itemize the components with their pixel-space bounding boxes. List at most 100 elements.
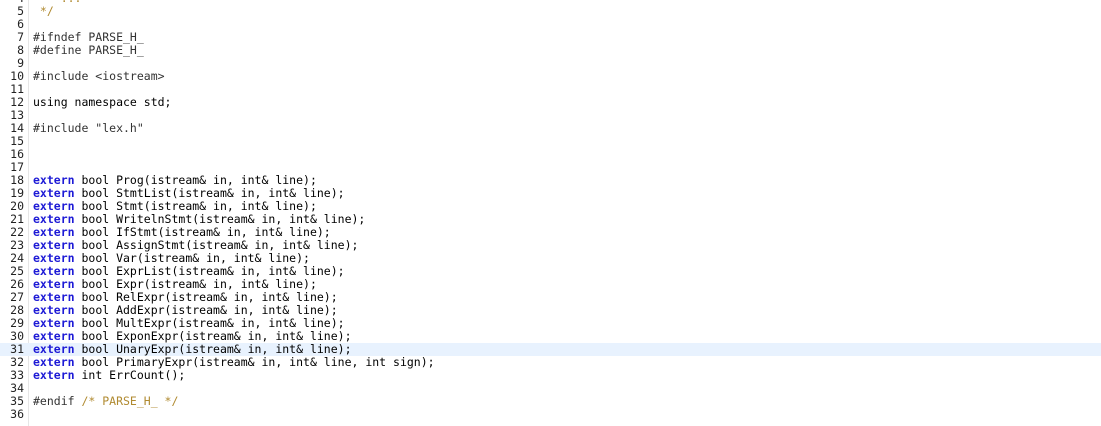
gutter-divider: [28, 0, 29, 426]
code-token: bool PrimaryExpr(istream& in, int& line,…: [74, 355, 435, 369]
code-token: int ErrCount();: [74, 368, 186, 382]
code-line[interactable]: 10 #include <iostream>: [0, 70, 1101, 83]
code-token: bool AddExpr(istream& in, int& line);: [74, 303, 338, 317]
code-line[interactable]: 14#include "lex.h": [0, 122, 1101, 135]
keyword-token: extern: [33, 199, 75, 213]
line-code[interactable]: extern bool IfStmt(istream& in, int& lin…: [33, 226, 331, 239]
line-code[interactable]: extern bool PrimaryExpr(istream& in, int…: [33, 356, 435, 369]
line-code[interactable]: extern bool ExponExpr(istream& in, int& …: [33, 330, 352, 343]
line-number: 12: [10, 95, 24, 109]
code-line[interactable]: 13: [0, 109, 1101, 122]
line-number: 7: [17, 30, 24, 44]
line-code[interactable]: * ...: [33, 0, 82, 5]
code-line[interactable]: 24 extern bool Var(istream& in, int& line…: [0, 252, 1101, 265]
code-line[interactable]: 8 #define PARSE_H_: [0, 44, 1101, 57]
keyword-token: extern: [33, 316, 75, 330]
line-number: 8: [17, 43, 24, 57]
line-number: 25: [10, 264, 24, 278]
line-number: 28: [10, 303, 24, 317]
code-line[interactable]: 12 using namespace std;: [0, 96, 1101, 109]
line-code[interactable]: extern bool Stmt(istream& in, int& line)…: [33, 200, 317, 213]
line-number: 13: [10, 108, 24, 122]
keyword-token: extern: [33, 264, 75, 278]
code-line[interactable]: 20 extern bool Stmt(istream& in, int& lin…: [0, 200, 1101, 213]
code-line[interactable]: 28 extern bool AddExpr(istream& in, int& …: [0, 304, 1101, 317]
line-code[interactable]: extern bool AssignStmt(istream& in, int&…: [33, 239, 358, 252]
code-token: #ifndef PARSE_H_: [33, 30, 144, 44]
line-number: 20: [10, 199, 24, 213]
line-code[interactable]: extern int ErrCount();: [33, 369, 185, 382]
line-code[interactable]: extern bool WritelnStmt(istream& in, int…: [33, 213, 365, 226]
line-number: 27: [10, 290, 24, 304]
code-token: bool IfStmt(istream& in, int& line);: [74, 225, 331, 239]
line-code[interactable]: */: [33, 5, 54, 18]
keyword-token: extern: [33, 329, 75, 343]
line-code[interactable]: #endif /* PARSE_H_ */: [33, 395, 178, 408]
keyword-token: extern: [33, 290, 75, 304]
code-line[interactable]: 6: [0, 18, 1101, 31]
line-code[interactable]: extern bool Var(istream& in, int& line);: [33, 252, 310, 265]
line-code[interactable]: #include "lex.h": [33, 122, 144, 135]
code-line[interactable]: 15: [0, 135, 1101, 148]
code-line[interactable]: 33 extern int ErrCount();: [0, 369, 1101, 382]
code-token: bool WritelnStmt(istream& in, int& line)…: [74, 212, 366, 226]
code-line[interactable]: 17: [0, 161, 1101, 174]
code-line[interactable]: 26 extern bool Expr(istream& in, int& lin…: [0, 278, 1101, 291]
keyword-token: extern: [33, 212, 75, 226]
line-number: 30: [10, 329, 24, 343]
code-line[interactable]: 4 * ...: [0, 0, 1101, 5]
line-code[interactable]: #define PARSE_H_: [33, 44, 144, 57]
line-code[interactable]: extern bool MultExpr(istream& in, int& l…: [33, 317, 345, 330]
line-code[interactable]: extern bool ExprList(istream& in, int& l…: [33, 265, 345, 278]
line-code[interactable]: #ifndef PARSE_H_: [33, 31, 144, 44]
line-number: 33: [10, 368, 24, 382]
code-line[interactable]: 21 extern bool WritelnStmt(istream& in, i…: [0, 213, 1101, 226]
line-code[interactable]: extern bool UnaryExpr(istream& in, int& …: [33, 343, 352, 356]
line-code[interactable]: extern bool StmtList(istream& in, int& l…: [33, 187, 345, 200]
code-token: #include "lex.h": [33, 121, 144, 135]
code-token: bool Stmt(istream& in, int& line);: [74, 199, 317, 213]
line-number: 5: [17, 4, 24, 18]
code-line[interactable]: 23 extern bool AssignStmt(istream& in, in…: [0, 239, 1101, 252]
line-code[interactable]: #include <iostream>: [33, 70, 165, 83]
line-number: 4: [0, 0, 24, 5]
code-line[interactable]: 30 extern bool ExponExpr(istream& in, int…: [0, 330, 1101, 343]
code-line[interactable]: 27 extern bool RelExpr(istream& in, int& …: [0, 291, 1101, 304]
line-code[interactable]: extern bool AddExpr(istream& in, int& li…: [33, 304, 338, 317]
line-number: 23: [10, 238, 24, 252]
line-code[interactable]: extern bool Prog(istream& in, int& line)…: [33, 174, 317, 187]
code-line[interactable]: 11: [0, 83, 1101, 96]
keyword-token: extern: [33, 277, 75, 291]
line-number: 22: [10, 225, 24, 239]
code-token: using namespace std;: [33, 95, 172, 109]
line-number: 24: [10, 251, 24, 265]
line-number: 10: [10, 69, 24, 83]
code-line[interactable]: 9: [0, 57, 1101, 70]
line-number: 21: [10, 212, 24, 226]
code-line[interactable]: 35 #endif /* PARSE_H_ */: [0, 395, 1101, 408]
line-number: 16: [10, 147, 24, 161]
code-line[interactable]: 22 extern bool IfStmt(istream& in, int& l…: [0, 226, 1101, 239]
code-line[interactable]: 36: [0, 408, 1101, 421]
code-token: bool RelExpr(istream& in, int& line);: [74, 290, 338, 304]
code-line[interactable]: 25 extern bool ExprList(istream& in, int&…: [0, 265, 1101, 278]
code-token: #endif: [33, 394, 82, 408]
line-code[interactable]: extern bool Expr(istream& in, int& line)…: [33, 278, 317, 291]
line-number: 26: [10, 277, 24, 291]
line-number: 35: [10, 394, 24, 408]
line-code[interactable]: extern bool RelExpr(istream& in, int& li…: [33, 291, 338, 304]
keyword-token: extern: [33, 186, 75, 200]
line-code[interactable]: using namespace std;: [33, 96, 171, 109]
code-line[interactable]: 5 */: [0, 5, 1101, 18]
code-line[interactable]: 34: [0, 382, 1101, 395]
code-line[interactable]: 7 #ifndef PARSE_H_: [0, 31, 1101, 44]
code-line[interactable]: 16: [0, 148, 1101, 161]
keyword-token: extern: [33, 173, 75, 187]
